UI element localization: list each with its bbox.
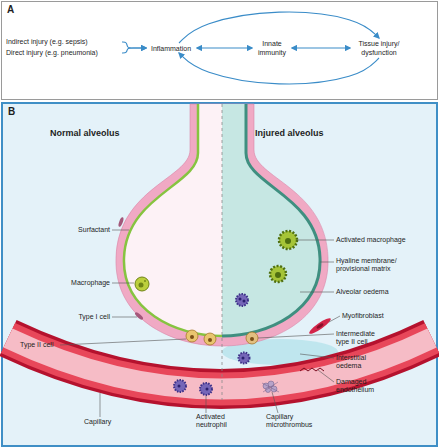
cause-node: Indirect injury (e.g. sepsis) [6, 37, 122, 47]
panel-frame: A Indirect injury (e.g. sepsis)Direct inj… [1, 1, 438, 100]
neutrophil-body [239, 353, 250, 364]
side-heading: Normal alveolus [50, 128, 150, 139]
neutrophil-lobe [242, 357, 245, 360]
macrophage-body [135, 277, 149, 291]
neutrophil-body [174, 380, 186, 392]
process-node: Inflammation [147, 43, 195, 53]
part-label: Myofibroblast [342, 312, 422, 320]
microthrombus [262, 381, 279, 393]
neutrophil-body [200, 383, 212, 395]
fibrin-strand [262, 382, 279, 392]
part-label: Type II cell [20, 341, 80, 349]
cell-body [204, 333, 216, 345]
node-text: Inflammation [151, 44, 191, 53]
macrophage-body [270, 266, 286, 282]
neutrophil-lobe [243, 300, 246, 303]
flow-arrow [179, 53, 379, 84]
part-label: Capillary [84, 418, 134, 426]
activated-macrophage-cell [270, 231, 297, 282]
part-label: Type I cell [40, 313, 110, 321]
neutrophil-body [236, 294, 248, 306]
platelet [271, 386, 277, 392]
flow-arrow [197, 47, 252, 48]
part-label: Surfactant [40, 226, 110, 234]
part-label: Activated macrophage [336, 236, 436, 244]
part-label: Alveolar oedema [336, 288, 436, 296]
macrophage-granule [144, 280, 146, 282]
neutrophil-lobe [178, 385, 181, 388]
macrophage-nucleus [285, 238, 291, 244]
cause-node: Direct injury (e.g. pneumonia) [6, 48, 122, 58]
flow-arrow [122, 48, 146, 53]
neutrophil-lobe [206, 388, 209, 391]
leader-line [318, 370, 334, 382]
part-label: Interstitial oedema [336, 354, 386, 370]
cell-nucleus [190, 335, 194, 339]
panel-letter: B [8, 106, 15, 118]
part-label: Capillary microthrombus [266, 413, 324, 429]
part-label: Hyaline membrane/ provisional matrix [336, 257, 406, 273]
cell-nucleus [208, 338, 212, 342]
side-heading: Injured alveolus [255, 128, 355, 139]
part-label: Intermediate type II cell [336, 330, 388, 346]
cell-body [246, 332, 258, 344]
leader-line [300, 354, 334, 358]
intermediate-type-two-cell [246, 332, 258, 344]
flow-arrow [179, 12, 379, 43]
flow-arrow [122, 42, 146, 48]
macrophage-nucleus [139, 283, 144, 288]
node-text: Tissue injury/ dysfunction [352, 39, 406, 57]
node-text: Innate immunity [254, 39, 290, 57]
panel-letter: A [7, 4, 14, 16]
macrophage-nucleus [275, 272, 281, 278]
part-label: Activated neutrophil [196, 413, 240, 429]
neutrophil-lobe [239, 298, 242, 301]
node-text: Indirect injury (e.g. sepsis) [6, 37, 122, 47]
type-two-cell [186, 330, 216, 345]
part-label: Damaged endothelium [336, 378, 391, 394]
damaged-endothelium-mark [300, 368, 324, 371]
macrophage-body [279, 231, 297, 249]
process-node: Tissue injury/ dysfunction [352, 38, 406, 58]
flow-arrow [292, 47, 350, 48]
cell-body [186, 330, 198, 342]
node-text: Direct injury (e.g. pneumonia) [6, 48, 122, 58]
part-label: Macrophage [40, 279, 110, 287]
cell-nucleus [250, 337, 254, 341]
process-node: Innate immunity [254, 38, 290, 58]
macrophage-cell [135, 277, 149, 291]
